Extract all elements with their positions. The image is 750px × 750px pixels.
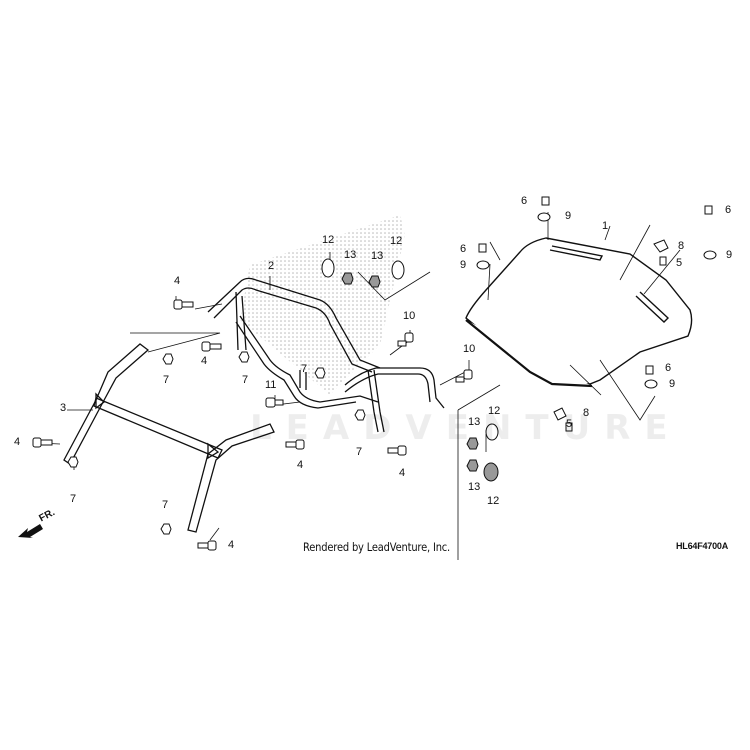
callout-7[interactable]: 7 [70, 493, 77, 505]
callout-4[interactable]: 4 [399, 467, 406, 479]
callout-6[interactable]: 6 [665, 362, 672, 374]
screw-6 [478, 243, 487, 253]
callout-11[interactable]: 11 [265, 379, 277, 391]
watermark-text: LEADVENTURE [250, 408, 682, 448]
callout-13[interactable]: 13 [468, 481, 481, 493]
nut-8 [653, 239, 669, 253]
mount-12 [485, 423, 499, 441]
mount-12 [391, 260, 405, 280]
callout-7[interactable]: 7 [163, 374, 170, 386]
callout-4[interactable]: 4 [228, 539, 235, 551]
callout-13[interactable]: 13 [344, 249, 357, 261]
washer-9 [537, 212, 551, 222]
bolt-10 [455, 369, 473, 383]
diagram-code: HL64F4700A [676, 541, 729, 551]
front-direction-arrow [18, 524, 43, 538]
callout-9[interactable]: 9 [669, 378, 676, 390]
washer-9 [644, 379, 658, 389]
washer-9 [703, 250, 717, 260]
nut-13 [341, 272, 354, 285]
callout-8[interactable]: 8 [583, 407, 590, 419]
roof-panel[interactable] [465, 237, 693, 388]
screw-6 [704, 205, 713, 215]
nut-8 [553, 407, 567, 421]
callout-8[interactable]: 8 [678, 240, 685, 252]
front-roll-cage[interactable] [63, 343, 275, 533]
callout-5[interactable]: 5 [676, 257, 683, 269]
nut-13 [368, 275, 381, 288]
callout-5[interactable]: 5 [566, 418, 573, 430]
callout-7[interactable]: 7 [301, 363, 308, 375]
shading-area [240, 215, 405, 395]
callout-13[interactable]: 13 [371, 250, 384, 262]
callout-6[interactable]: 6 [460, 243, 467, 255]
callout-12[interactable]: 12 [487, 495, 500, 507]
callout-9[interactable]: 9 [726, 249, 733, 261]
callout-4[interactable]: 4 [174, 275, 181, 287]
bolt-4 [173, 299, 194, 310]
bolt-4 [201, 341, 222, 352]
callout-9[interactable]: 9 [565, 210, 572, 222]
callout-10[interactable]: 10 [403, 310, 416, 322]
callout-10[interactable]: 10 [463, 343, 476, 355]
bolt-4 [197, 540, 217, 551]
nut-7 [354, 409, 366, 421]
callout-2[interactable]: 2 [268, 260, 275, 272]
nut-13 [466, 459, 479, 472]
mount-12 [321, 258, 335, 278]
callout-12[interactable]: 12 [322, 234, 335, 246]
bolt-4 [285, 439, 305, 450]
mount-12 [483, 462, 499, 482]
washer-9 [476, 260, 490, 270]
callout-12[interactable]: 12 [488, 405, 501, 417]
bolts[interactable] [32, 299, 473, 551]
nut-7 [67, 456, 79, 468]
nut-7 [162, 353, 174, 365]
rear-roll-bar[interactable] [207, 277, 445, 433]
nut-7 [160, 523, 172, 535]
bolt-11 [265, 397, 284, 408]
callout-9[interactable]: 9 [460, 259, 467, 271]
callout-7[interactable]: 7 [162, 499, 169, 511]
screw-5 [659, 256, 667, 266]
callout-12[interactable]: 12 [390, 235, 403, 247]
nut-7 [314, 367, 326, 379]
render-credit: Rendered by LeadVenture, Inc. [303, 540, 451, 554]
bolt-4 [387, 445, 407, 456]
screw-6 [645, 365, 654, 375]
callout-4[interactable]: 4 [297, 459, 304, 471]
callout-1[interactable]: 1 [602, 220, 609, 232]
screw-5 [565, 422, 573, 432]
callout-7[interactable]: 7 [356, 446, 363, 458]
callout-7[interactable]: 7 [242, 374, 249, 386]
callout-6[interactable]: 6 [725, 204, 732, 216]
callout-6[interactable]: 6 [521, 195, 528, 207]
screw-6 [541, 196, 550, 206]
callout-4[interactable]: 4 [201, 355, 208, 367]
nut-7 [238, 351, 250, 363]
nut-13 [466, 437, 479, 450]
bolt-4 [32, 437, 53, 448]
nuts-washers[interactable] [67, 196, 717, 535]
callout-3[interactable]: 3 [60, 402, 67, 414]
callout-13[interactable]: 13 [468, 416, 481, 428]
callout-4[interactable]: 4 [14, 436, 21, 448]
bolt-10 [397, 332, 414, 347]
